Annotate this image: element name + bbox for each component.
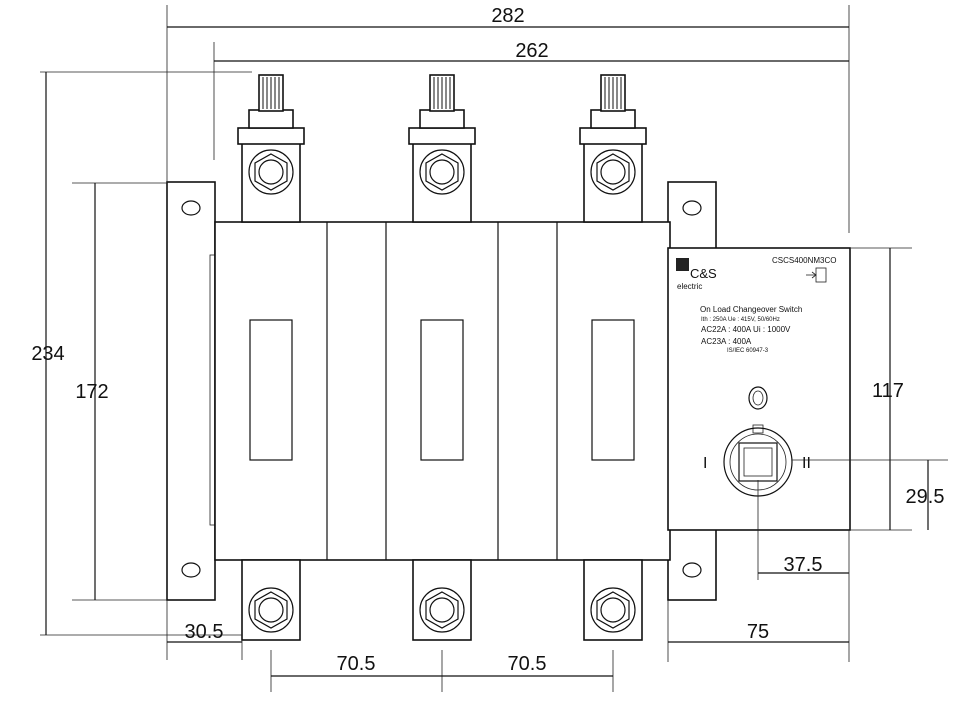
knob-indicator xyxy=(752,424,764,434)
dim-panel-height: 117 xyxy=(872,380,904,402)
dim-pitch-2: 70.5 xyxy=(508,653,547,675)
pole-window xyxy=(249,319,293,461)
dim-knob-vertical: 29.5 xyxy=(906,486,945,508)
mount-hole xyxy=(682,200,702,216)
dim-overall-height: 234 xyxy=(31,343,64,365)
switch-body xyxy=(214,221,671,561)
product-title: On Load Changeover Switch xyxy=(700,305,802,314)
mount-hole xyxy=(181,200,201,216)
rating-line-2: AC22A : 400A Ui : 1000V xyxy=(701,325,791,334)
dim-terminal-width: 262 xyxy=(515,40,548,62)
knob-square-inner xyxy=(743,447,773,477)
operating-panel xyxy=(667,247,851,531)
top-terminal-1 xyxy=(237,74,305,223)
bottom-terminal-2 xyxy=(412,559,472,641)
position-label-two: II xyxy=(802,455,811,472)
pole-window xyxy=(591,319,635,461)
top-terminal-2 xyxy=(408,74,476,223)
dim-panel-width: 75 xyxy=(747,621,769,643)
standard-line: IS/IEC 60947-3 xyxy=(727,348,769,354)
model-number: CSCS400NM3CO xyxy=(772,256,836,265)
dim-edge-offset: 30.5 xyxy=(185,621,224,643)
padlock-ring-inner xyxy=(752,390,764,406)
rating-line-1: Ith : 250A Ue : 415V, 50/60Hz xyxy=(701,317,780,323)
changeover-symbol-icon xyxy=(806,267,827,283)
dim-pitch-1: 70.5 xyxy=(337,653,376,675)
dim-knob-horizontal: 37.5 xyxy=(784,554,823,576)
pole-window xyxy=(420,319,464,461)
bottom-terminal-1 xyxy=(241,559,301,641)
brand-sub: electric xyxy=(677,282,702,291)
rating-line-3: AC23A : 400A xyxy=(701,337,752,346)
position-label-one: I xyxy=(703,455,707,472)
left-mounting-bracket xyxy=(166,181,216,601)
mount-hole xyxy=(181,562,201,578)
dim-mount-height: 172 xyxy=(75,381,108,403)
brand-logo-icon xyxy=(676,258,689,271)
top-terminal-3 xyxy=(579,74,647,223)
dim-overall-width: 282 xyxy=(491,5,524,27)
mount-hole xyxy=(682,562,702,578)
padlock-ring xyxy=(748,386,768,410)
brand-name: C&S xyxy=(690,266,717,281)
bottom-terminal-3 xyxy=(583,559,643,641)
